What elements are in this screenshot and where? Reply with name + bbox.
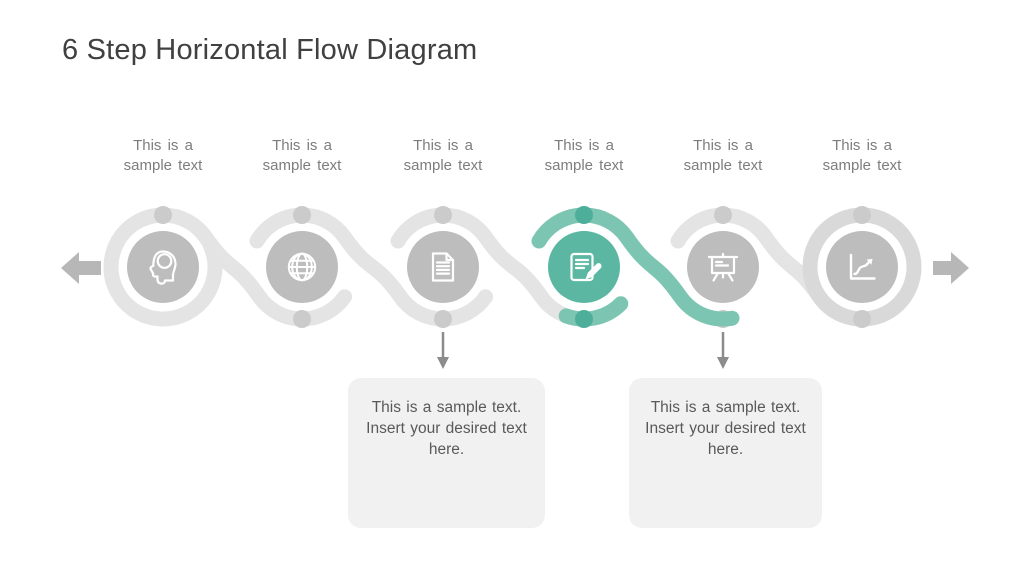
dot-top-1 xyxy=(154,206,172,224)
step-1-label: This is a sample text xyxy=(123,137,203,174)
dot-bottom-6 xyxy=(853,310,871,328)
line-chart-icon xyxy=(849,253,876,280)
step-circle-6[interactable] xyxy=(826,231,898,303)
slide-title: 6 Step Horizontal Flow Diagram xyxy=(62,34,478,66)
document-icon xyxy=(431,252,455,282)
spiral-step-1 xyxy=(103,233,223,327)
callout-box-1[interactable]: This is a sample text. Insert your desir… xyxy=(348,378,545,528)
left-arrow[interactable] xyxy=(61,252,101,284)
dot-bottom-4 xyxy=(575,310,593,328)
dot-top-6 xyxy=(853,206,871,224)
dot-bottom-2 xyxy=(293,310,311,328)
step-circle-4[interactable] xyxy=(548,231,620,303)
callout-2-text: This is a sample text. Insert your desir… xyxy=(645,399,806,458)
teal-arc-under-step-4 xyxy=(558,296,629,327)
step-5-label: This is a sample text xyxy=(683,137,763,174)
step-4-label: This is a sample text xyxy=(544,137,624,174)
callout-arrow-1 xyxy=(437,332,449,369)
wave-dots-teal xyxy=(575,206,593,328)
step-circle-5[interactable] xyxy=(687,231,759,303)
callout-arrow-2 xyxy=(717,332,729,369)
dot-top-4 xyxy=(575,206,593,224)
right-arrow[interactable] xyxy=(933,252,969,284)
globe-icon xyxy=(287,252,317,282)
dot-top-2 xyxy=(293,206,311,224)
step-2-label: This is a sample text xyxy=(262,137,342,174)
callout-box-2[interactable]: This is a sample text. Insert your desir… xyxy=(629,378,822,528)
down-arrow-icon xyxy=(717,357,729,369)
step-circle-3[interactable] xyxy=(407,231,479,303)
strand-4-5-teal xyxy=(531,207,740,327)
callout-1-text: This is a sample text. Insert your desir… xyxy=(366,399,527,458)
dot-bottom-3 xyxy=(434,310,452,328)
wave-strands-teal xyxy=(531,207,740,327)
step-6-label: This is a sample text xyxy=(822,137,902,174)
edit-document-icon xyxy=(570,252,602,282)
dot-top-3 xyxy=(434,206,452,224)
presentation-board-icon xyxy=(707,252,739,282)
step-5-disc xyxy=(687,231,759,303)
step-3-label: This is a sample text xyxy=(403,137,483,174)
down-arrow-icon xyxy=(437,357,449,369)
dot-top-5 xyxy=(714,206,732,224)
step-circle-1[interactable] xyxy=(127,231,199,303)
strand-3-4 xyxy=(390,207,587,327)
wave-strands-gray xyxy=(103,207,913,327)
brain-head-icon xyxy=(149,250,177,285)
step-circle-2[interactable] xyxy=(266,231,338,303)
